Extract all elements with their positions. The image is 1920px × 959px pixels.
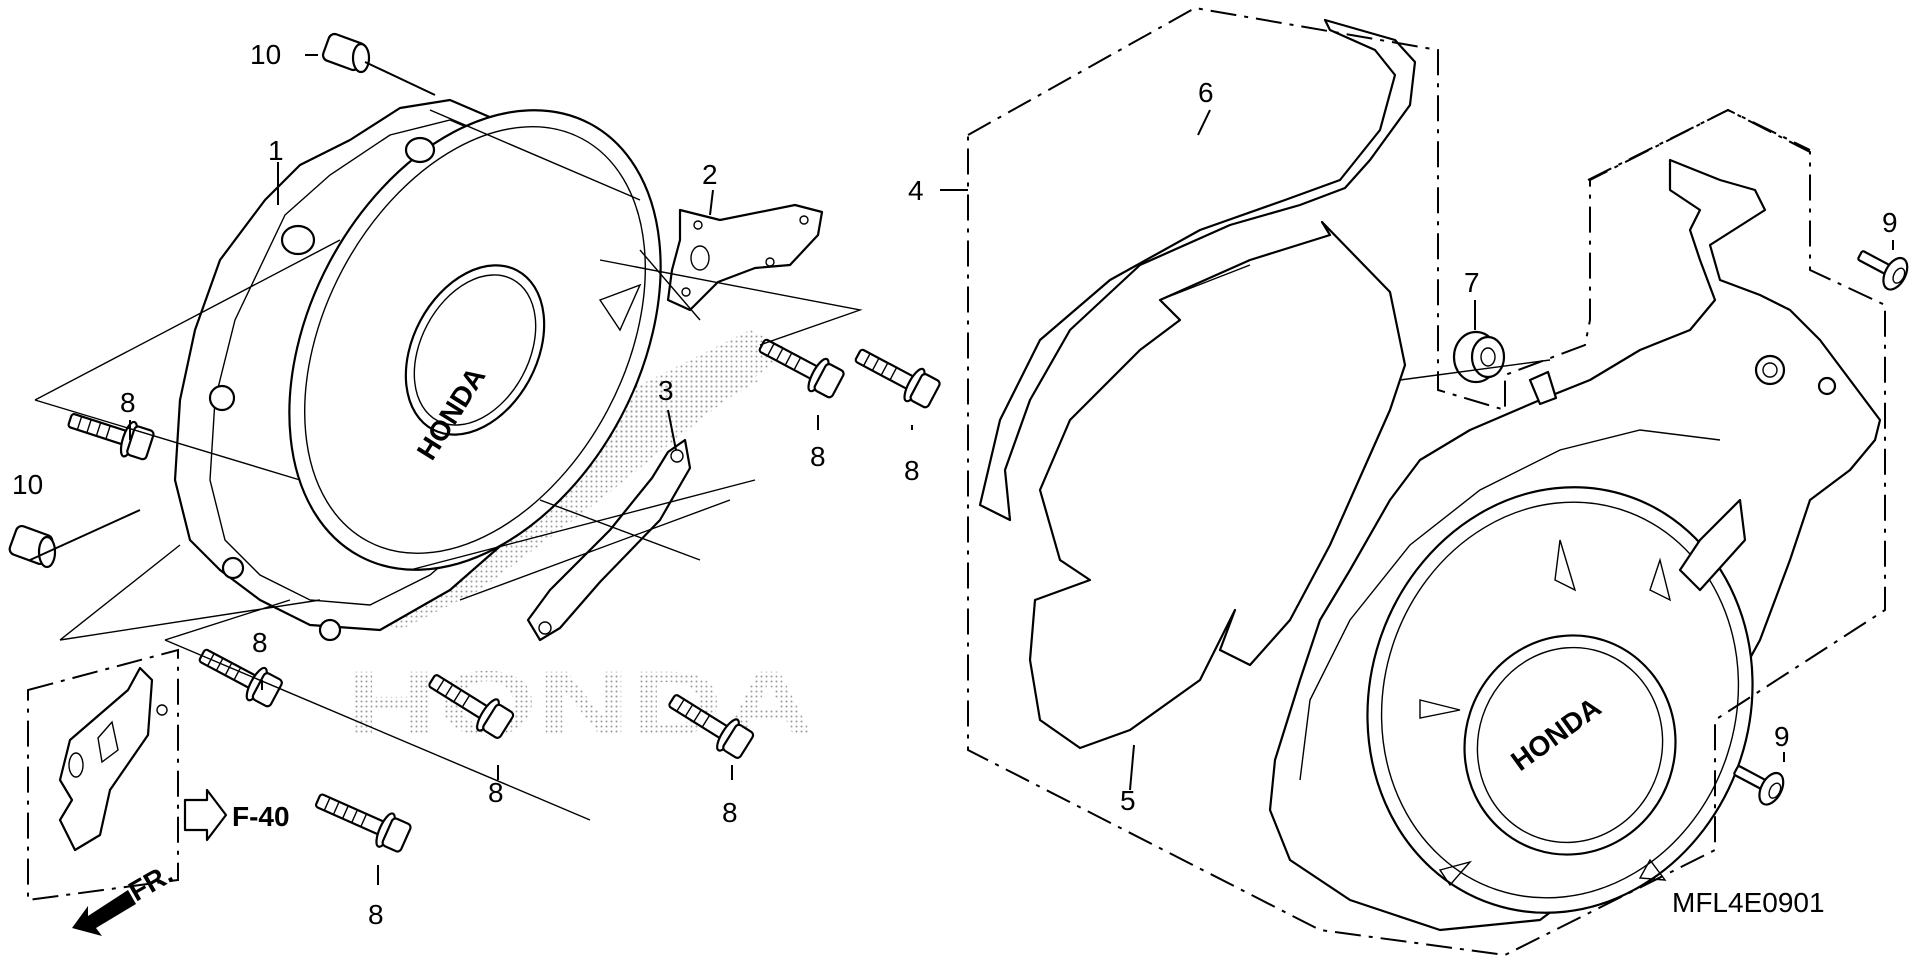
- callout-10a: 10: [250, 39, 281, 70]
- callout-9b: 9: [1774, 721, 1790, 752]
- callout-8g: 8: [904, 455, 920, 486]
- front-arrow-icon: [72, 890, 136, 936]
- bracket: [666, 203, 824, 312]
- callout-8a: 8: [120, 387, 136, 418]
- callout-8d: 8: [488, 777, 504, 808]
- callout-2: 2: [702, 159, 718, 190]
- callout-5: 5: [1120, 785, 1136, 816]
- reference-label: F-40: [232, 801, 290, 832]
- flange-bolt-center-right: [668, 694, 755, 759]
- callout-3: 3: [658, 375, 674, 406]
- callout-6: 6: [1198, 77, 1214, 108]
- flange-bolt-left-upper: [67, 413, 155, 461]
- reference-arrow-icon: [183, 788, 228, 842]
- flange-bolt-bottom-left: [315, 793, 412, 853]
- dowel-collar-lower: [8, 524, 57, 569]
- inner-plate: [1028, 220, 1407, 750]
- bolt-9-upper: [1857, 250, 1909, 291]
- flange-bolt-upper-right: [854, 348, 941, 409]
- callout-9a: 9: [1882, 207, 1898, 238]
- leader-lines: [29, 54, 1894, 885]
- callout-8f: 8: [810, 441, 826, 472]
- bolt-9-lower: [1733, 765, 1785, 806]
- sprocket-cover: [1268, 158, 1882, 932]
- grommet: [1452, 330, 1506, 384]
- callout-1: 1: [268, 135, 284, 166]
- diagram-code: MFL4E0901: [1672, 887, 1825, 918]
- callout-8b: 8: [252, 627, 268, 658]
- flange-bolt-center: [428, 674, 515, 739]
- assembly-boundary-right: [1587, 108, 1811, 181]
- sensor-bracket-inset: [27, 648, 179, 902]
- callout-10b: 10: [12, 469, 43, 500]
- left-crankcase-cover: [173, 98, 662, 642]
- dowel-collar-upper: [321, 32, 371, 74]
- callout-7: 7: [1464, 267, 1480, 298]
- callout-4: 4: [908, 175, 924, 206]
- guide-plate: [526, 438, 692, 642]
- callout-8e: 8: [722, 797, 738, 828]
- flange-bolt-left-lower: [198, 648, 283, 708]
- callout-8c: 8: [368, 899, 384, 930]
